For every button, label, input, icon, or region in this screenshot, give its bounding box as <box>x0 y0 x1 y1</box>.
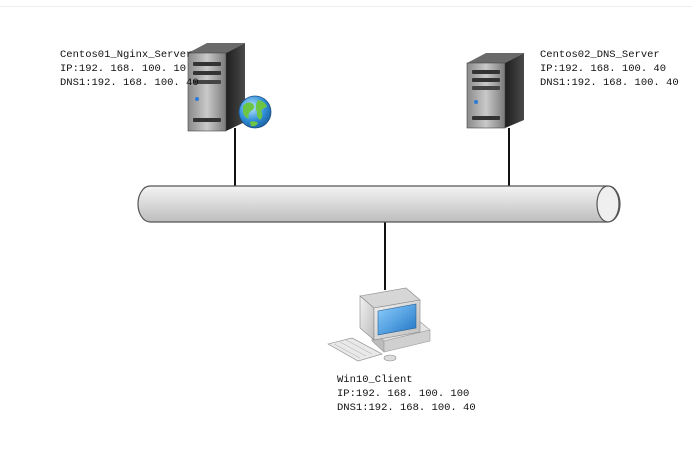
client-name: Win10_Client <box>337 374 413 386</box>
dns-server-name: Centos02_DNS_Server <box>540 49 660 61</box>
client-label: Win10_Client IP:192. 168. 100. 100 DNS1:… <box>337 373 476 415</box>
globe-icon <box>238 95 272 129</box>
network-bus <box>137 185 621 223</box>
client-dns: DNS1:192. 168. 100. 40 <box>337 402 476 414</box>
server-with-globe-icon <box>187 43 272 132</box>
server-icon <box>466 53 524 129</box>
nginx-server-label: Centos01_Nginx_Server IP:192. 168. 100. … <box>60 48 199 90</box>
nginx-server-ip: IP:192. 168. 100. 10 <box>60 63 187 75</box>
nginx-server-dns: DNS1:192. 168. 100. 40 <box>60 77 199 89</box>
dns-server-ip: IP:192. 168. 100. 40 <box>540 63 667 75</box>
nginx-server-name: Centos01_Nginx_Server <box>60 49 193 61</box>
client-ip: IP:192. 168. 100. 100 <box>337 388 470 400</box>
desktop-computer-icon <box>327 287 431 362</box>
top-divider <box>0 6 692 7</box>
dns-server-dns: DNS1:192. 168. 100. 40 <box>540 77 679 89</box>
dns-server-label: Centos02_DNS_Server IP:192. 168. 100. 40… <box>540 48 679 90</box>
